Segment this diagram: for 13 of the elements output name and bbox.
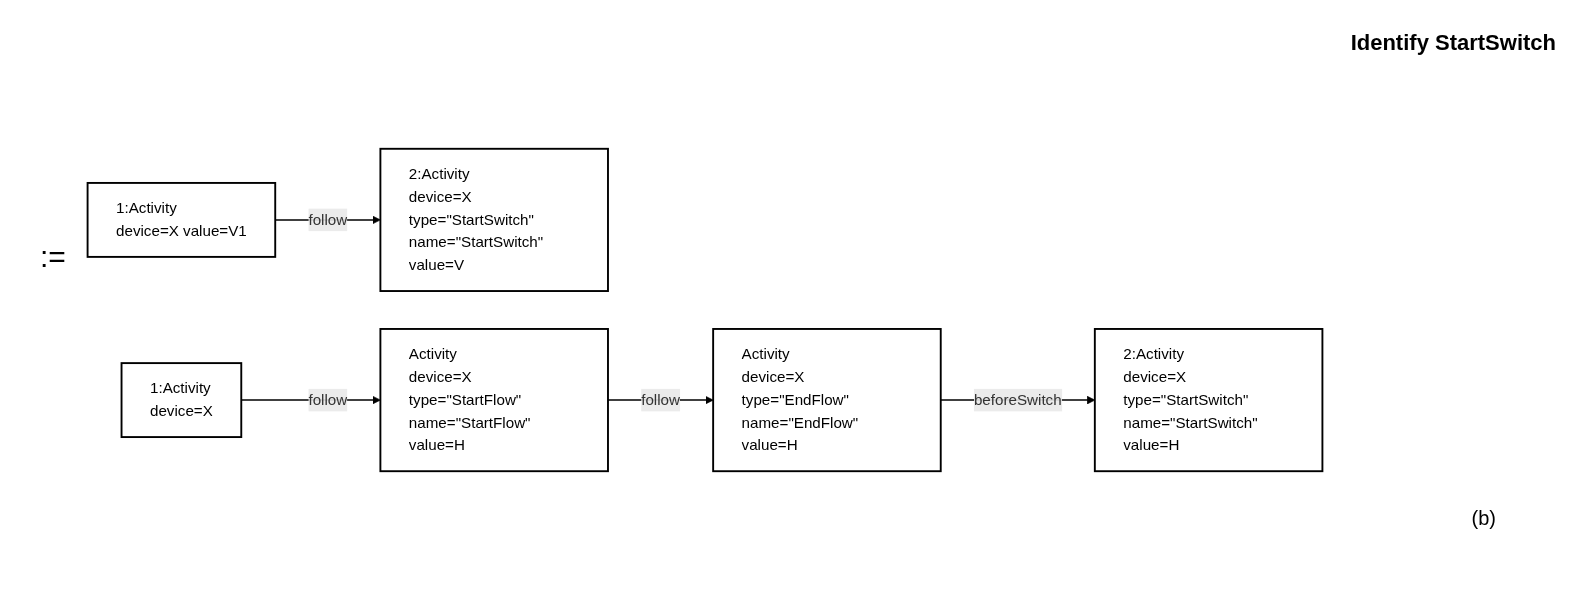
edge-label: follow <box>308 391 348 408</box>
node-box: 2:Activity device=X type="StartSwitch" name="StartSwitch" value=H <box>1093 328 1324 473</box>
node-box: Activity device=X type="StartFlow" name="StartFlow" value=H <box>379 328 609 473</box>
edge-label: follow <box>308 211 348 228</box>
panel-label: (b) <box>1471 507 1496 530</box>
node-box: 1:Activity device=X <box>120 362 243 438</box>
node-box: Activity device=X type="EndFlow" name="EndFlow" value=H <box>712 328 942 473</box>
node-box: 1:Activity device=X value=V1 <box>86 182 277 258</box>
edge-label: follow <box>641 391 680 408</box>
assignment-symbol: := <box>40 240 66 274</box>
diagram-title: Identify StartSwitch <box>1350 30 1556 56</box>
node-box: 2:Activity device=X type="StartSwitch" name="StartSwitch" value=V <box>379 147 609 292</box>
edge-label: beforeSwitch <box>973 391 1062 408</box>
